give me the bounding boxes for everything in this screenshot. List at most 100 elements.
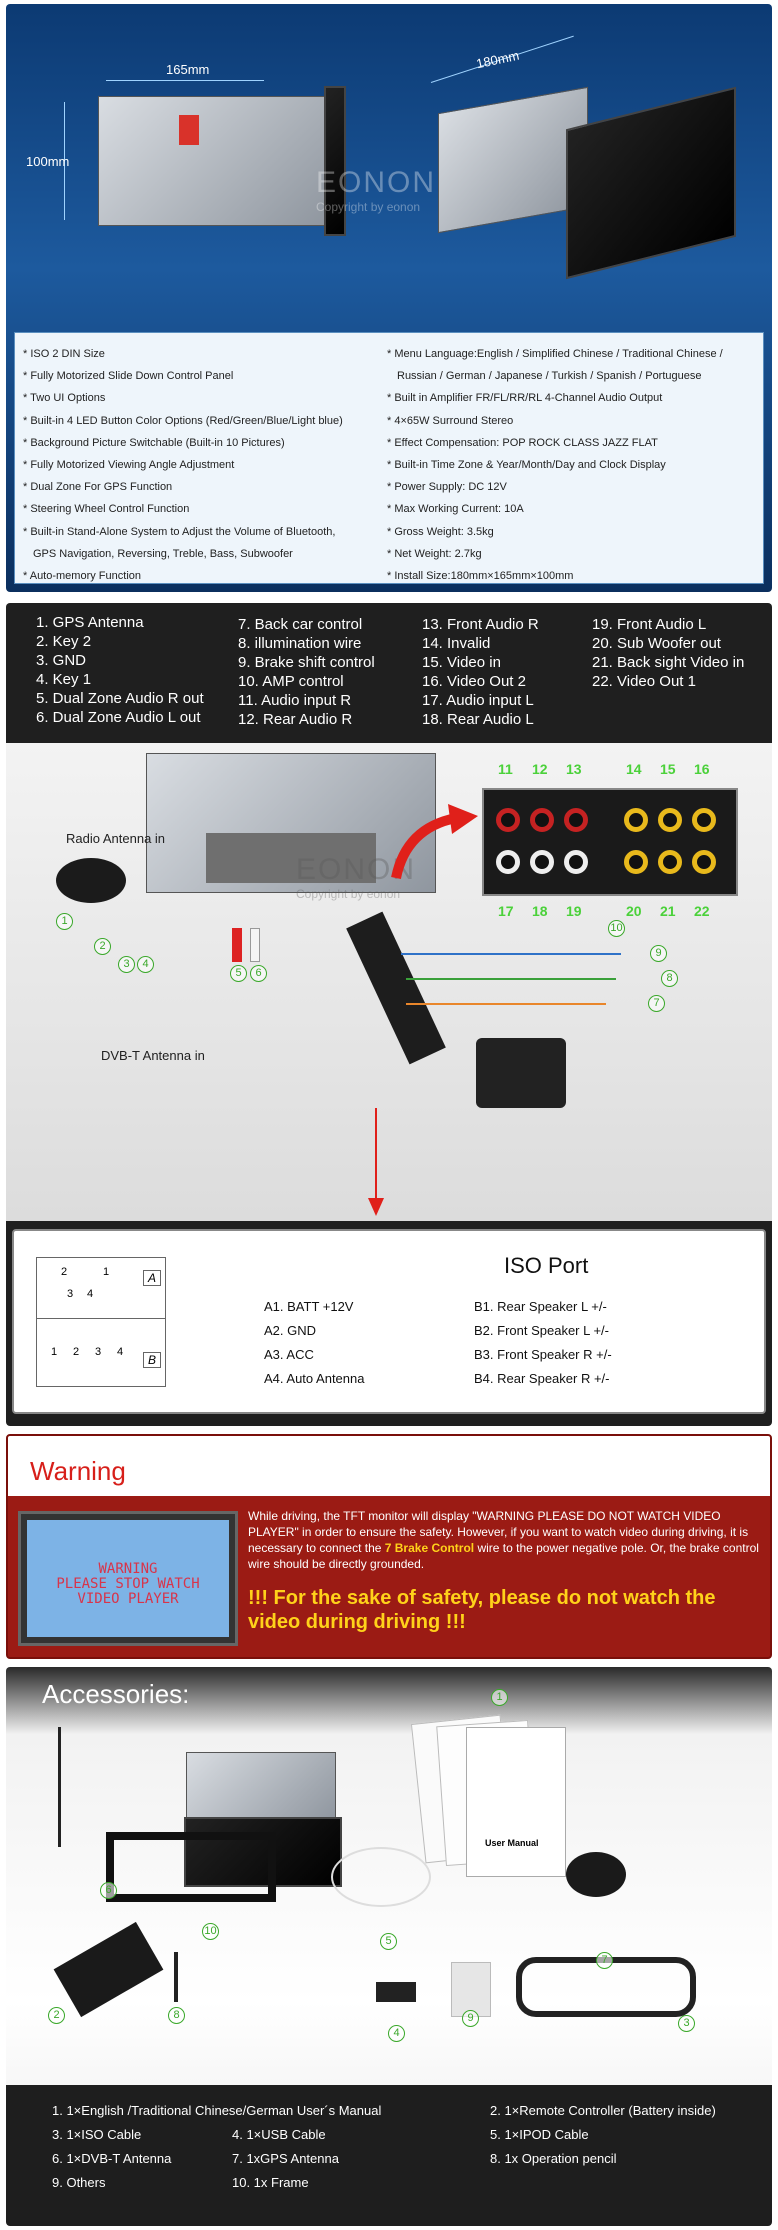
spec-left-item-10: * Auto-memory Function xyxy=(23,570,141,583)
callout-6: 6 xyxy=(250,965,267,982)
spec-left-item-1: * Fully Motorized Slide Down Control Pan… xyxy=(23,370,234,383)
spec-right-item-2: * Built in Amplifier FR/FL/RR/RL 4-Chann… xyxy=(387,392,663,405)
iso-block-b: B xyxy=(143,1352,162,1368)
spec-right-item-8: * Gross Weight: 3.5kg xyxy=(387,525,494,538)
spec-left-item-4: * Background Picture Switchable (Built-i… xyxy=(23,436,285,449)
wiring-item-1: 2. Key 2 xyxy=(36,633,92,650)
jack-20 xyxy=(624,850,648,874)
radio-antenna-label: Radio Antenna in xyxy=(66,831,166,846)
warning-screen-image: WARNING PLEASE STOP WATCH VIDEO PLAYER xyxy=(18,1511,238,1646)
accessory-pencil xyxy=(174,1952,178,2002)
acc-item-1: 1. 1×English /Traditional Chinese/German… xyxy=(52,2103,382,2118)
wiring-item-0: 7. Back car control xyxy=(238,616,363,633)
iso-port-box: 2 1 3 4 A 1 2 3 4 B ISO Port A1. BATT +1… xyxy=(12,1229,766,1414)
acc-callout-4: 4 xyxy=(388,2025,405,2042)
rca-num-15: 15 xyxy=(660,761,676,777)
wiring-item-1: 20. Sub Woofer out xyxy=(592,635,721,652)
callout-10: 10 xyxy=(608,920,625,937)
rca-num-22: 22 xyxy=(694,903,710,919)
iso-a-pin-1: A2. GND xyxy=(264,1323,317,1338)
wiring-item-3: 10. AMP control xyxy=(238,673,344,690)
spec-right-item-0: * Menu Language:English / Simplified Chi… xyxy=(387,348,723,360)
spec-right-item-1: Russian / German / Japanese / Turkish / … xyxy=(397,370,702,383)
rca-num-17: 17 xyxy=(498,903,514,919)
iso-b-pin-1: 1 xyxy=(51,1346,58,1358)
spec-left-item-3: * Built-in 4 LED Button Color Options (R… xyxy=(23,414,343,427)
accessory-dvbt-antenna xyxy=(58,1727,61,1847)
rca-plug-white xyxy=(250,928,260,962)
wiring-item-3: 4. Key 1 xyxy=(36,671,92,688)
spec-left-item-6: * Dual Zone For GPS Function xyxy=(23,481,173,494)
iso-block-a: A xyxy=(143,1270,162,1286)
acc-callout-9: 9 xyxy=(462,2010,479,2027)
iso-plug xyxy=(476,1038,566,1108)
label-sticker xyxy=(179,115,199,145)
warning-screen-text: WARNING PLEASE STOP WATCH VIDEO PLAYER xyxy=(27,1520,229,1637)
height-label: 100mm xyxy=(26,154,70,169)
wiring-item-2: 21. Back sight Video in xyxy=(592,654,745,671)
acc-callout-6: 6 xyxy=(100,1882,117,1899)
iso-pin-4: 4 xyxy=(87,1288,94,1300)
iso-b-pin-3: 3 xyxy=(95,1346,102,1358)
callout-9: 9 xyxy=(650,945,667,962)
spec-right-item-3: * 4×65W Surround Stereo xyxy=(387,414,514,427)
spec-left-item-9: GPS Navigation, Reversing, Treble, Bass,… xyxy=(33,547,293,560)
jack-21 xyxy=(658,850,682,874)
wiring-item-3: 16. Video Out 2 xyxy=(422,673,526,690)
acc-callout-1: 1 xyxy=(491,1689,508,1706)
gps-antenna xyxy=(56,858,126,903)
accessory-gps-antenna xyxy=(566,1852,626,1897)
jack-14 xyxy=(624,808,648,832)
wiring-item-5: 12. Rear Audio R xyxy=(238,711,353,728)
iso-pin-2: 2 xyxy=(61,1266,68,1278)
iso-b-pins: B1. Rear Speaker L +/-B2. Front Speaker … xyxy=(474,1295,612,1391)
accessory-head-unit-screen xyxy=(184,1817,342,1887)
iso-b-pin-2: B3. Front Speaker R +/- xyxy=(474,1347,612,1362)
iso-b-pin-0: B1. Rear Speaker L +/- xyxy=(474,1299,607,1314)
spec-right-item-9: * Net Weight: 2.7kg xyxy=(387,547,482,560)
accessories-title: Accessories: xyxy=(42,1679,190,1709)
spec-right-item-6: * Power Supply: DC 12V xyxy=(387,481,507,494)
jack-16 xyxy=(692,808,716,832)
harness-cable xyxy=(346,911,446,1065)
acc-callout-10: 10 xyxy=(202,1923,219,1940)
acc-callout-5: 5 xyxy=(380,1933,397,1950)
rca-num-20: 20 xyxy=(626,903,642,919)
iso-a-pin-3: A4. Auto Antenna xyxy=(264,1371,365,1386)
acc-callout-3: 3 xyxy=(678,2015,695,2032)
iso-a-pin-2: A3. ACC xyxy=(264,1347,314,1362)
warning-section: Warning WARNING PLEASE STOP WATCH VIDEO … xyxy=(6,1434,772,1659)
warning-bold-text: !!! For the sake of safety, please do no… xyxy=(248,1587,716,1633)
acc-item-9: 9. Others xyxy=(52,2175,106,2190)
accessory-manual-1: User Manual xyxy=(466,1727,566,1877)
iso-pin-3: 3 xyxy=(67,1288,74,1300)
jack-13 xyxy=(564,808,588,832)
acc-item-10: 10. 1x Frame xyxy=(232,2175,309,2190)
accessory-frame xyxy=(106,1832,276,1902)
wire-blue xyxy=(401,953,621,955)
spec-left-item-0: * ISO 2 DIN Size xyxy=(23,348,105,360)
accessory-remote xyxy=(53,1921,164,2018)
unit-side-view xyxy=(98,96,328,226)
dimensions-section: 165mm 100mm 180mm EONON Copyright by eon… xyxy=(6,4,772,592)
accessories-section: Accessories: User Manual 1 2 3 4 5 6 7 8… xyxy=(6,1667,772,2226)
spec-right-item-4: * Effect Compensation: POP ROCK CLASS JA… xyxy=(387,436,658,449)
spec-right-item-7: * Max Working Current: 10A xyxy=(387,503,524,516)
arrow-to-rca-icon xyxy=(391,804,478,880)
callout-2: 2 xyxy=(94,938,111,955)
warning-body-part1: While driving, the TFT monitor will disp… xyxy=(248,1509,749,1555)
warning-title: Warning xyxy=(30,1456,126,1486)
callout-5: 5 xyxy=(230,965,247,982)
wiring-item-1: 14. Invalid xyxy=(422,635,491,652)
rca-num-21: 21 xyxy=(660,903,676,919)
spec-right-item-5: * Built-in Time Zone & Year/Month/Day an… xyxy=(387,459,666,472)
spec-left-item-8: * Built-in Stand-Alone System to Adjust … xyxy=(23,525,336,538)
height-dimension-line xyxy=(64,102,65,220)
spec-left-item-7: * Steering Wheel Control Function xyxy=(23,503,190,516)
accessory-head-unit xyxy=(186,1752,336,1822)
warning-body: While driving, the TFT monitor will disp… xyxy=(248,1508,763,1572)
